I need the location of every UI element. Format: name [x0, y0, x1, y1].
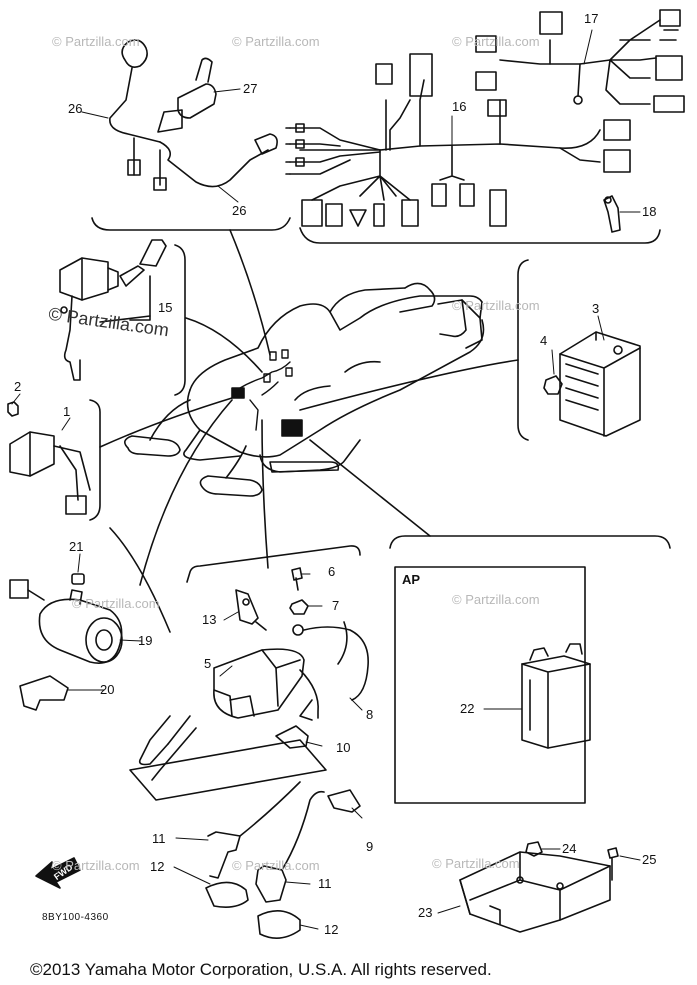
battery-bracket-23 — [459, 851, 611, 933]
watermark: © Partzilla.com — [72, 596, 160, 611]
battery-22 — [521, 643, 591, 749]
callout-15: 15 — [158, 300, 173, 315]
clamp-9 — [327, 789, 361, 813]
callout-2: 2 — [14, 379, 22, 394]
sled-regulator-block — [281, 419, 303, 437]
watermark: © Partzilla.com — [452, 592, 540, 607]
callout-4: 4 — [540, 333, 548, 348]
nut-24 — [525, 841, 543, 857]
watermark: © Partzilla.com — [452, 34, 540, 49]
bracket-cdi — [89, 399, 101, 521]
bracket-top-left — [91, 217, 291, 231]
callout-6: 6 — [328, 564, 336, 579]
wire-8 — [292, 621, 369, 701]
leader-battery — [309, 439, 431, 537]
drawing-code: 8BY100-4360 — [42, 912, 109, 923]
callout-12a: 12 — [150, 859, 165, 874]
callout-16: 16 — [452, 99, 467, 114]
bracket-starter — [109, 527, 171, 633]
callout-9: 9 — [366, 839, 374, 854]
cdi-unit-1 — [7, 401, 91, 515]
callout-23: 23 — [418, 905, 433, 920]
ignition-switch-15 — [59, 239, 167, 381]
callout-7: 7 — [332, 598, 340, 613]
leader-ignition — [185, 317, 263, 373]
watermark: © Partzilla.com — [232, 858, 320, 873]
boot-12a — [205, 881, 249, 908]
callout-26b: 26 — [232, 203, 247, 218]
watermark: © Partzilla.com — [452, 298, 540, 313]
bracket-ignition-switch — [174, 244, 186, 396]
fwd-arrow-icon — [35, 857, 81, 889]
bracket-top-right — [299, 227, 661, 244]
callout-12b: 12 — [324, 922, 339, 937]
ap-label: AP — [402, 572, 421, 587]
leader-regulator — [299, 359, 519, 411]
bracket-battery — [389, 535, 671, 549]
sled-cdi-block — [231, 387, 245, 399]
callout-13: 13 — [202, 612, 217, 627]
regulator-3 — [559, 331, 641, 437]
watermark: © Partzilla.com — [52, 34, 140, 49]
callout-24: 24 — [562, 841, 577, 856]
battery-box-frame — [394, 566, 586, 804]
callout-3: 3 — [592, 301, 600, 316]
callout-26a: 26 — [68, 101, 83, 116]
callout-10: 10 — [336, 740, 351, 755]
callout-8: 8 — [366, 707, 374, 722]
starter-relay-19 — [9, 579, 123, 664]
leader-coil — [261, 419, 269, 569]
callout-27: 27 — [243, 81, 258, 96]
ignition-coil-5 — [138, 648, 319, 781]
plug-cap-11a — [207, 781, 301, 879]
relay-27 — [157, 57, 217, 133]
bracket-regulator — [517, 259, 529, 441]
callout-22: 22 — [460, 701, 475, 716]
harness-26 — [109, 39, 278, 191]
main-harness-16 — [285, 53, 631, 227]
sub-harness-17 — [475, 9, 685, 113]
bolt-25 — [607, 847, 619, 881]
callout-21: 21 — [69, 539, 84, 554]
watermark: © Partzilla.com — [232, 34, 320, 49]
callout-18: 18 — [642, 204, 657, 219]
clamp-10 — [275, 725, 309, 749]
callout-20: 20 — [100, 682, 115, 697]
snowmobile-body — [124, 282, 485, 497]
leader-harness — [229, 229, 271, 356]
key-18 — [603, 195, 621, 233]
watermark: © Partzilla.com — [432, 856, 520, 871]
watermark: © Partzilla.com — [52, 858, 140, 873]
sled-harness-details — [239, 349, 293, 431]
callout-leaders — [11, 29, 641, 930]
bracket-20 — [19, 675, 69, 711]
bolt-6 — [291, 567, 303, 591]
copyright-notice: ©2013 Yamaha Motor Corporation, U.S.A. A… — [30, 960, 492, 979]
nut-4 — [543, 375, 563, 395]
mounting-plane — [129, 739, 327, 801]
callout-19: 19 — [138, 633, 153, 648]
boot-12b — [257, 910, 301, 939]
leader-starter — [139, 399, 233, 586]
callout-1: 1 — [63, 404, 71, 419]
bracket-coil — [186, 545, 361, 583]
callout-5: 5 — [204, 656, 212, 671]
callout-11b: 11 — [318, 876, 332, 891]
clamp-13 — [235, 589, 267, 631]
bushing-21 — [71, 573, 85, 585]
callout-17: 17 — [584, 11, 599, 26]
callout-25: 25 — [642, 852, 657, 867]
plug-cap-11b — [255, 790, 325, 903]
callout-11a: 11 — [152, 831, 166, 846]
nut-7 — [289, 599, 309, 615]
